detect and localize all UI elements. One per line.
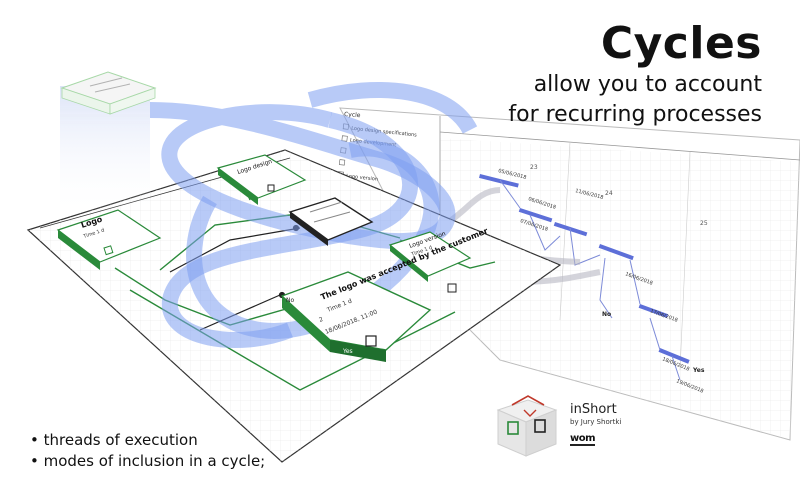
node-count: 2 xyxy=(318,316,324,324)
check-icon xyxy=(365,335,377,347)
yes-label: Yes xyxy=(342,348,353,355)
node-version[interactable]: Logo version Time 1 d xyxy=(388,230,472,293)
page-title: Cycles xyxy=(600,18,762,69)
subtitle-line-2: for recurring processes xyxy=(508,102,762,127)
brand-author: by Jury Shortki xyxy=(570,418,622,426)
gantt-bar[interactable] xyxy=(658,347,690,364)
check-icon xyxy=(267,184,275,192)
gantt-bar[interactable] xyxy=(479,174,519,188)
feature-item: threads of execution xyxy=(30,430,265,451)
node-logo-dev[interactable]: Logo Time 1 d xyxy=(56,209,162,270)
gantt-bars xyxy=(479,174,690,364)
brand-logo-icon xyxy=(496,395,558,457)
gantt-bar[interactable] xyxy=(638,304,669,319)
gantt-bar[interactable] xyxy=(598,244,634,261)
gantt-title: Cycle xyxy=(344,111,361,119)
day-header: 25 xyxy=(700,220,708,227)
outcome-label: Yes xyxy=(692,367,705,374)
outcome-label: No xyxy=(602,311,611,318)
check-icon xyxy=(447,283,457,293)
gantt-panel: Cycle Logo design specifications Logo de… xyxy=(337,107,800,441)
task-label: Logo version xyxy=(346,173,378,182)
gantt-bar[interactable] xyxy=(518,207,553,223)
check-icon xyxy=(103,245,114,256)
brand-name: inShort xyxy=(570,402,617,417)
feature-list: threads of execution modes of inclusion … xyxy=(30,430,266,472)
day-header: 24 xyxy=(605,190,613,197)
node-design[interactable]: Logo design xyxy=(216,154,307,205)
brand: inShort by Jury Shortki wom xyxy=(570,402,621,446)
ghost-box xyxy=(60,71,157,216)
day-header: 23 xyxy=(530,164,538,171)
no-label: No xyxy=(286,297,294,304)
subtitle-line-1: allow you to account xyxy=(533,72,762,97)
brand-mark: wom xyxy=(570,433,596,446)
node-dark[interactable] xyxy=(288,197,374,246)
feature-item: modes of inclusion in a cycle; xyxy=(30,451,266,472)
